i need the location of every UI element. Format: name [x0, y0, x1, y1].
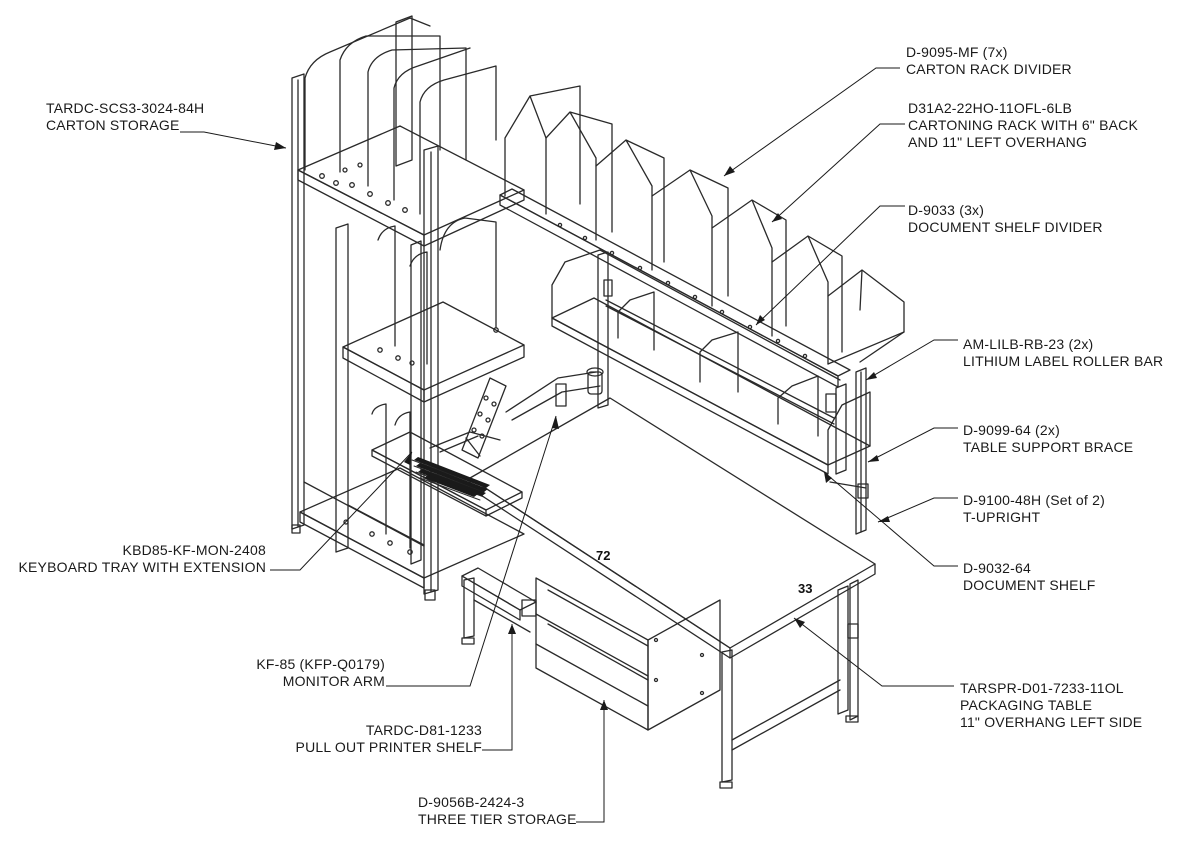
cartoning-rack-part: D31A2-22HO-11OFL-6LB	[908, 100, 1073, 116]
callout-doc-shelf-divider: D-9033 (3x) DOCUMENT SHELF DIVIDER	[908, 202, 1103, 236]
callout-carton-storage: TARDC-SCS3-3024-84H CARTON STORAGE	[46, 100, 204, 134]
callout-doc-shelf: D-9032-64 DOCUMENT SHELF	[963, 560, 1095, 594]
packaging-table-desc2: 11" OVERHANG LEFT SIDE	[960, 714, 1143, 730]
keyboard-tray-desc: KEYBOARD TRAY WITH EXTENSION	[18, 559, 266, 575]
dimension-depth: 33	[798, 581, 813, 596]
keyboard-tray-part: KBD85-KF-MON-2408	[122, 542, 266, 558]
callout-printer-shelf: TARDC-D81-1233 PULL OUT PRINTER SHELF	[296, 722, 482, 756]
packaging-table-desc1: PACKAGING TABLE	[960, 697, 1093, 713]
callout-label-roller: AM-LILB-RB-23 (2x) LITHIUM LABEL ROLLER …	[963, 336, 1163, 370]
leader-lines	[180, 68, 958, 822]
carton-storage-part: TARDC-SCS3-3024-84H	[46, 100, 205, 116]
monitor-arm	[462, 368, 603, 458]
monitor-arm-part: KF-85 (KFP-Q0179)	[256, 656, 385, 672]
carton-storage-tower	[292, 16, 524, 600]
monitor-arm-desc: MONITOR ARM	[282, 673, 385, 689]
keyboard-keys	[414, 457, 490, 497]
keyboard-tray	[372, 432, 522, 516]
cartoning-rack	[500, 86, 904, 534]
dimension-length: 72	[596, 548, 611, 563]
printer-shelf-desc: PULL OUT PRINTER SHELF	[295, 739, 482, 755]
callout-cartoning-rack: D31A2-22HO-11OFL-6LB CARTONING RACK WITH…	[908, 100, 1138, 151]
callout-table-brace: D-9099-64 (2x) TABLE SUPPORT BRACE	[963, 422, 1133, 456]
cartoning-rack-desc1: CARTONING RACK WITH 6" BACK	[908, 117, 1138, 133]
t-upright-desc: T-UPRIGHT	[963, 509, 1041, 525]
three-tier-storage	[536, 578, 720, 730]
cartoning-rack-desc2: AND 11" LEFT OVERHANG	[908, 134, 1088, 150]
doc-shelf-divider-part: D-9033 (3x)	[908, 202, 985, 218]
callout-packaging-table: TARSPR-D01-7233-11OL PACKAGING TABLE 11"…	[960, 680, 1142, 731]
label-roller-desc: LITHIUM LABEL ROLLER BAR	[963, 353, 1164, 369]
three-tier-desc: THREE TIER STORAGE	[418, 811, 577, 827]
printer-shelf-part: TARDC-D81-1233	[365, 722, 482, 738]
callout-t-upright: D-9100-48H (Set of 2) T-UPRIGHT	[963, 492, 1105, 526]
document-shelf	[552, 250, 870, 474]
carton-storage-desc: CARTON STORAGE	[46, 117, 180, 133]
t-upright-part: D-9100-48H (Set of 2)	[963, 492, 1105, 508]
label-roller-part: AM-LILB-RB-23 (2x)	[963, 336, 1094, 352]
three-tier-part: D-9056B-2424-3	[418, 794, 525, 810]
doc-shelf-desc: DOCUMENT SHELF	[963, 577, 1096, 593]
callout-carton-rack-divider: D-9095-MF (7x) CARTON RACK DIVIDER	[906, 44, 1072, 78]
carton-rack-divider-desc: CARTON RACK DIVIDER	[906, 61, 1072, 77]
callout-three-tier: D-9056B-2424-3 THREE TIER STORAGE	[418, 794, 577, 828]
packaging-table-part: TARSPR-D01-7233-11OL	[960, 680, 1124, 696]
callout-monitor-arm: KF-85 (KFP-Q0179) MONITOR ARM	[256, 656, 385, 690]
carton-rack-divider-part: D-9095-MF (7x)	[906, 44, 1008, 60]
table-brace-part: D-9099-64 (2x)	[963, 422, 1060, 438]
table-brace-desc: TABLE SUPPORT BRACE	[963, 439, 1134, 455]
doc-shelf-part: D-9032-64	[963, 560, 1031, 576]
callout-keyboard-tray: KBD85-KF-MON-2408 KEYBOARD TRAY WITH EXT…	[18, 542, 266, 576]
arrowheads	[274, 142, 890, 710]
doc-shelf-divider-desc: DOCUMENT SHELF DIVIDER	[908, 219, 1103, 235]
